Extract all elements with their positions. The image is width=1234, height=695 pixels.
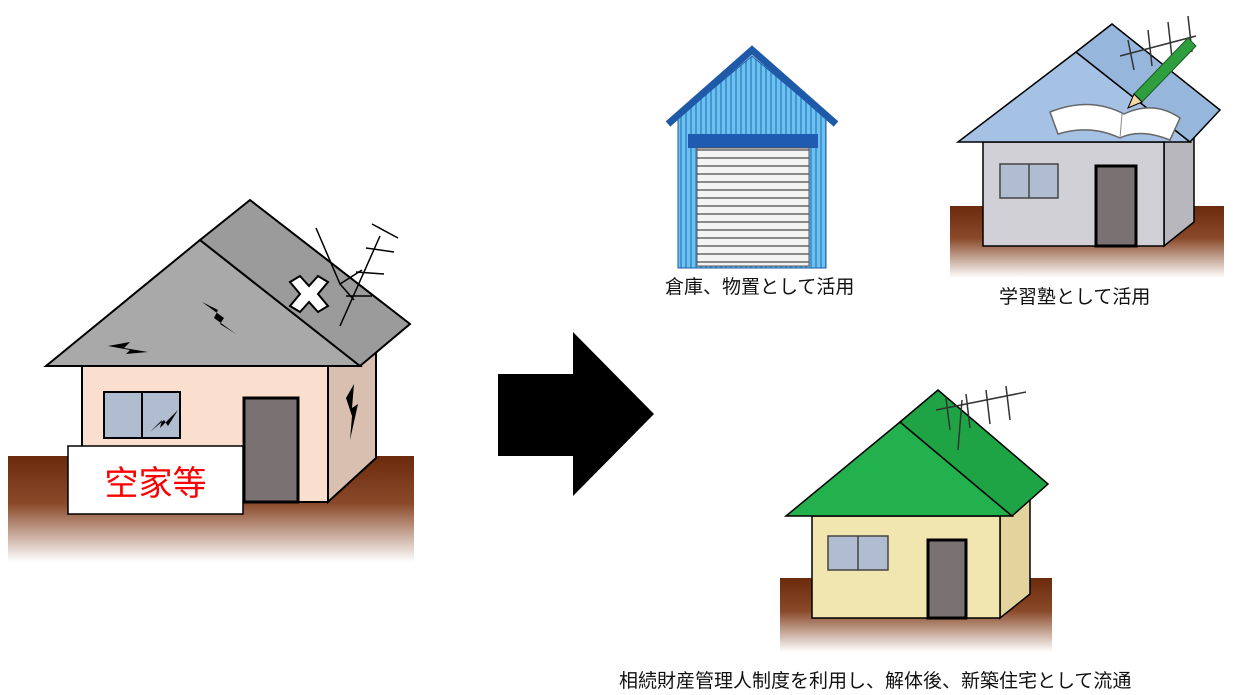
new-house-roof-side — [898, 389, 1050, 517]
broken-antenna-icon — [315, 223, 399, 327]
vacant-house — [8, 198, 414, 562]
door — [242, 396, 300, 504]
antenna-icon — [935, 385, 1027, 451]
pencil-icon — [1127, 37, 1197, 109]
open-book-icon — [1049, 103, 1181, 141]
window — [827, 535, 889, 571]
warehouse-header — [688, 134, 818, 148]
transition-arrow — [498, 332, 654, 496]
door — [926, 538, 968, 620]
warehouse — [665, 45, 839, 269]
caption-warehouse-use: 倉庫、物置として活用 — [665, 276, 855, 298]
shutter-icon — [696, 147, 810, 267]
door — [1094, 164, 1138, 248]
warehouse-roof — [665, 45, 839, 127]
caption-new-housing-use: 相続財産管理人制度を利用し、解体後、新築住宅として流通 — [619, 670, 1132, 692]
window — [103, 391, 181, 439]
new-house — [780, 385, 1052, 652]
vacant-sign-label: 空家等 — [104, 463, 207, 504]
crack-icon — [108, 302, 358, 440]
school-house — [950, 15, 1224, 278]
x-mark-icon — [288, 274, 330, 314]
antenna-icon — [1119, 15, 1197, 71]
caption-school-use: 学習塾として活用 — [999, 286, 1151, 308]
window — [999, 163, 1059, 199]
vacant-sign-board — [67, 445, 244, 515]
